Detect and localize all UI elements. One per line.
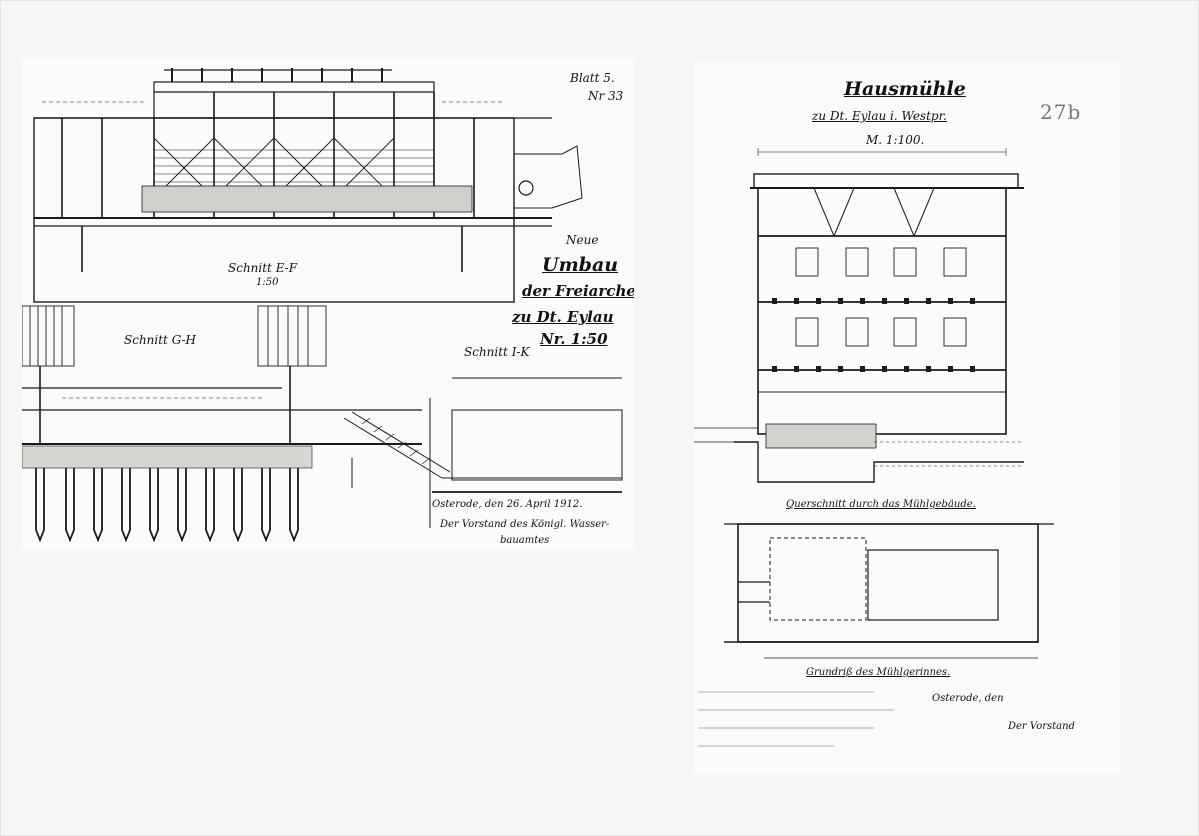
signature-label: Der Vorstand (1008, 721, 1075, 732)
title-prefix: Neue (566, 233, 599, 247)
section-caption: Querschnitt durch das Mühlgebäude. (786, 499, 976, 510)
drawing-sheet-hausmuehle: Hausmühle zu Dt. Eylau i. Westpr. M. 1:1… (694, 62, 1120, 774)
signature-authority-line2: bauamtes (500, 535, 550, 546)
mill-title: Hausmühle (844, 78, 966, 100)
title-scale: Nr. 1:50 (540, 330, 608, 348)
freiarche-drawing (22, 68, 623, 543)
archive-number: 27b (1040, 100, 1082, 124)
hausmuehle-drawing (694, 148, 1054, 747)
signature-place-date: Osterode, den 26. April 1912. (432, 499, 583, 510)
plan-caption: Grundriß des Mühlgerinnes. (806, 667, 951, 678)
signature-authority: Der Vorstand des Königl. Wasser- (440, 519, 610, 530)
section-ef-label: Schnitt E-F (228, 261, 298, 275)
title-main: Umbau (542, 254, 619, 276)
mill-subtitle: zu Dt. Eylau i. Westpr. (812, 109, 947, 123)
place-label: Osterode, den (932, 693, 1004, 704)
section-ef-scale: 1:50 (256, 277, 279, 288)
drawing-sheet-freiarche: Blatt 5. Nr 33 Schnitt E-F 1:50 Neue Umb… (22, 58, 634, 550)
title-line3: zu Dt. Eylau (512, 308, 614, 326)
mill-scale: M. 1:100. (866, 133, 925, 147)
title-line2: der Freiarche (522, 282, 634, 300)
section-gh-label: Schnitt G-H (124, 333, 197, 347)
sheet-number: Nr 33 (588, 89, 624, 103)
section-ik-label: Schnitt I-K (464, 345, 530, 359)
sheet-label: Blatt 5. (570, 71, 615, 85)
